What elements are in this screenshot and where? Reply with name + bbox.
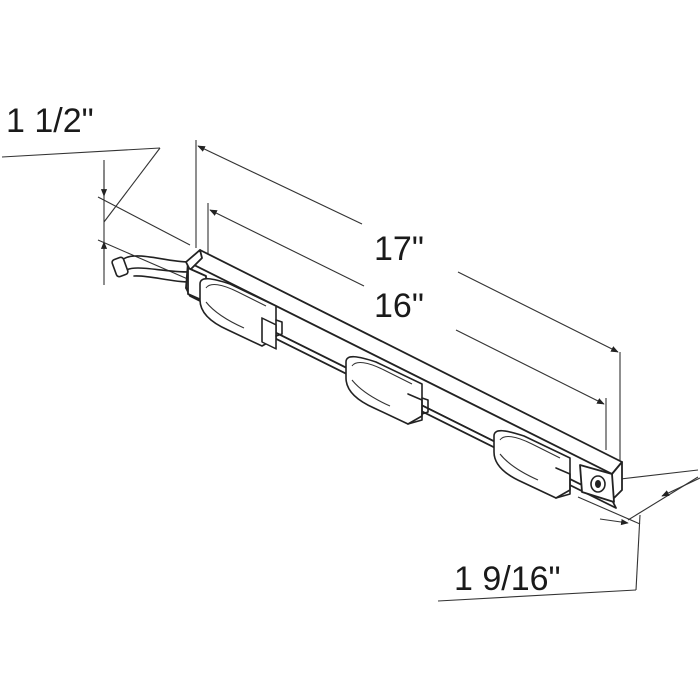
mounting-length-dimension: [207, 203, 607, 450]
height-dimension-label: 1 1/2": [6, 102, 94, 140]
lamp-center: [345, 355, 429, 425]
depth-dimension-label: 1 9/16": [454, 560, 561, 598]
overall-length-label: 17": [374, 230, 424, 268]
lamp-right: [493, 429, 571, 499]
lamp-left: [199, 277, 283, 350]
wire-leads: [111, 255, 191, 283]
height-dimension: [1, 147, 191, 285]
overall-length-dimension: [195, 140, 621, 478]
mounting-length-label: 16": [374, 287, 424, 325]
depth-dimension: [437, 469, 700, 602]
